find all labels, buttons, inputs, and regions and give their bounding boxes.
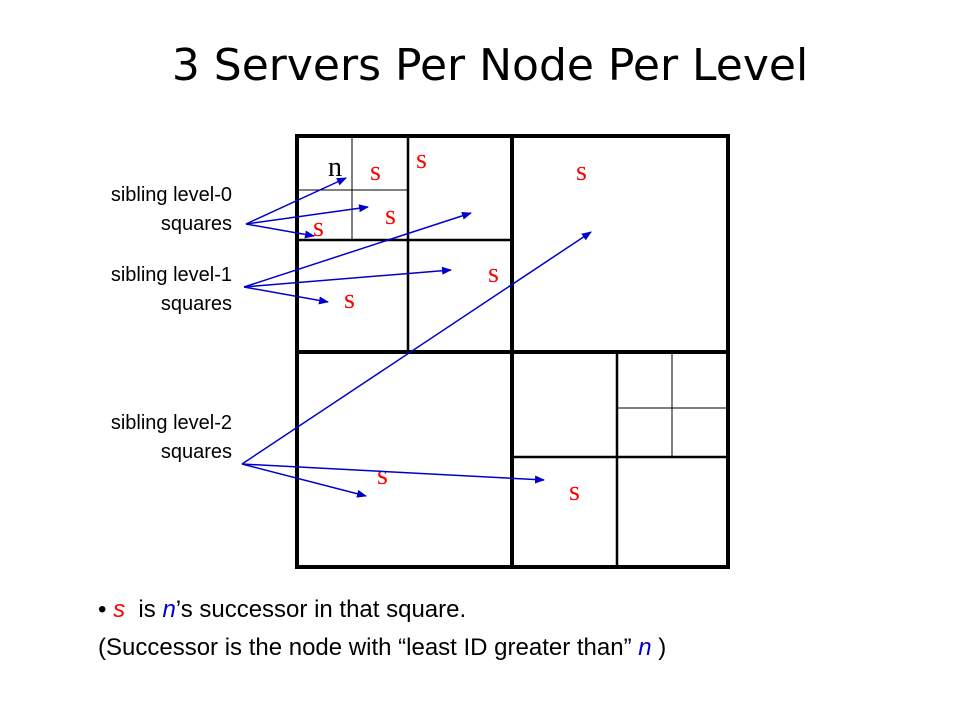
arrow-level-1 bbox=[243, 266, 452, 288]
label-line: sibling level-0 bbox=[110, 184, 232, 206]
label-line: squares bbox=[160, 213, 232, 235]
successor-label: s bbox=[313, 212, 324, 243]
footer-symbol-n: n bbox=[638, 634, 652, 661]
successor-label: s bbox=[344, 284, 355, 315]
arrow-level-1 bbox=[243, 211, 472, 288]
successor-label: s bbox=[576, 156, 587, 187]
footer-text: ) bbox=[658, 634, 667, 661]
successor-label: s bbox=[416, 144, 427, 175]
successor-label: s bbox=[370, 156, 381, 187]
successor-label: s bbox=[569, 476, 580, 507]
footer-text: is bbox=[138, 596, 156, 623]
successor-label: s bbox=[377, 460, 388, 491]
label-line: squares bbox=[160, 293, 232, 315]
successor-label: s bbox=[385, 200, 396, 231]
arrow-level-1 bbox=[243, 286, 329, 305]
footer-symbol-n: n bbox=[162, 596, 176, 623]
label-line: squares bbox=[160, 441, 232, 463]
footer-second-line: (Successor is the node with “least ID gr… bbox=[98, 634, 666, 662]
label-sibling-level-1: sibling level-1 squares bbox=[40, 261, 232, 319]
arrow-level-0 bbox=[245, 204, 369, 225]
arrow-level-2 bbox=[241, 463, 367, 498]
successor-label: s bbox=[488, 258, 499, 289]
label-line: sibling level-2 bbox=[110, 412, 232, 434]
arrow-level-0 bbox=[245, 223, 315, 239]
label-line: sibling level-1 bbox=[110, 264, 232, 286]
arrow-level-2 bbox=[241, 463, 545, 484]
footer-text: (Successor is the node with “least ID gr… bbox=[98, 634, 632, 661]
page-title: 3 Servers Per Node Per Level bbox=[171, 40, 809, 91]
footer-symbol-s: s bbox=[113, 596, 126, 623]
label-sibling-level-2: sibling level-2 squares bbox=[40, 409, 232, 467]
arrow-level-0 bbox=[245, 177, 347, 225]
label-sibling-level-0: sibling level-0 squares bbox=[40, 181, 232, 239]
footer-bullet-line: • s is n’s successor in that square. bbox=[98, 596, 466, 624]
arrow-level-2 bbox=[241, 231, 592, 465]
node-label: n bbox=[328, 152, 342, 183]
footer-text: ’s successor in that square. bbox=[175, 596, 467, 623]
bullet: • bbox=[98, 596, 107, 623]
